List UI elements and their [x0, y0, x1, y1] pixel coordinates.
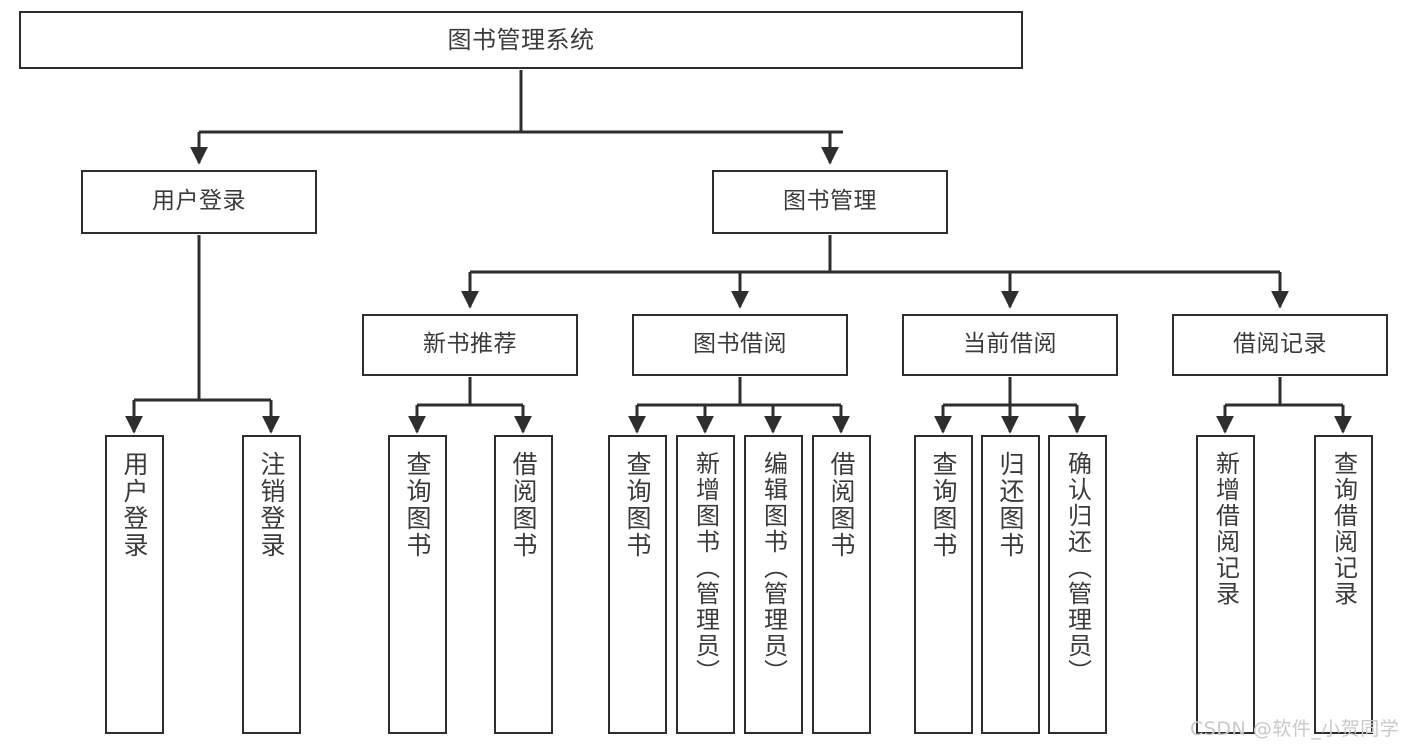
leaf-label: 确认归还（管理员） — [1063, 451, 1092, 685]
leaf-label: 查询图书 — [403, 451, 432, 559]
node-current-borrow-label: 当前借阅 — [963, 331, 1057, 358]
node-current-borrow[interactable]: 当前借阅 — [902, 314, 1118, 376]
leaf-label: 新增借阅记录 — [1211, 451, 1240, 607]
node-new-book-recommend-label: 新书推荐 — [423, 331, 517, 358]
leaf-user-login-logout[interactable]: 注销登录 — [242, 435, 301, 734]
node-user-login[interactable]: 用户登录 — [81, 170, 317, 234]
leaf-label: 查询图书 — [929, 451, 958, 559]
node-new-book-recommend[interactable]: 新书推荐 — [362, 314, 578, 376]
leaf-borrow-record-query[interactable]: 查询借阅记录 — [1314, 435, 1373, 734]
node-user-login-label: 用户登录 — [152, 188, 246, 215]
node-book-management-label: 图书管理 — [783, 188, 877, 215]
leaf-label: 注销登录 — [257, 451, 286, 559]
node-root[interactable]: 图书管理系统 — [19, 11, 1023, 69]
node-book-borrow-label: 图书借阅 — [693, 331, 787, 358]
leaf-label: 归还图书 — [996, 451, 1025, 559]
leaf-current-borrow-confirm-return[interactable]: 确认归还（管理员） — [1048, 435, 1107, 734]
leaf-user-login-login[interactable]: 用户登录 — [105, 435, 164, 734]
leaf-label: 查询图书 — [623, 451, 652, 559]
node-book-management[interactable]: 图书管理 — [712, 170, 948, 234]
leaf-new-book-query[interactable]: 查询图书 — [388, 435, 447, 734]
leaf-label: 借阅图书 — [509, 451, 538, 559]
csdn-watermark: CSDN @软件_小贺同学 — [1190, 718, 1400, 740]
leaf-label: 编辑图书（管理员） — [759, 451, 788, 685]
leaf-book-borrow-add[interactable]: 新增图书（管理员） — [676, 435, 735, 734]
node-borrow-record-label: 借阅记录 — [1233, 331, 1327, 358]
node-borrow-record[interactable]: 借阅记录 — [1172, 314, 1388, 376]
leaf-current-borrow-query[interactable]: 查询图书 — [914, 435, 973, 734]
leaf-label: 查询借阅记录 — [1329, 451, 1358, 607]
node-book-borrow[interactable]: 图书借阅 — [632, 314, 848, 376]
leaf-borrow-record-add[interactable]: 新增借阅记录 — [1196, 435, 1255, 734]
leaf-book-borrow-borrow[interactable]: 借阅图书 — [812, 435, 871, 734]
leaf-current-borrow-return[interactable]: 归还图书 — [981, 435, 1040, 734]
leaf-label: 新增图书（管理员） — [691, 451, 720, 685]
leaf-book-borrow-edit[interactable]: 编辑图书（管理员） — [744, 435, 803, 734]
leaf-new-book-borrow[interactable]: 借阅图书 — [494, 435, 553, 734]
leaf-book-borrow-query[interactable]: 查询图书 — [608, 435, 667, 734]
leaf-label: 用户登录 — [120, 451, 149, 559]
leaf-label: 借阅图书 — [827, 451, 856, 559]
node-root-label: 图书管理系统 — [447, 25, 595, 54]
